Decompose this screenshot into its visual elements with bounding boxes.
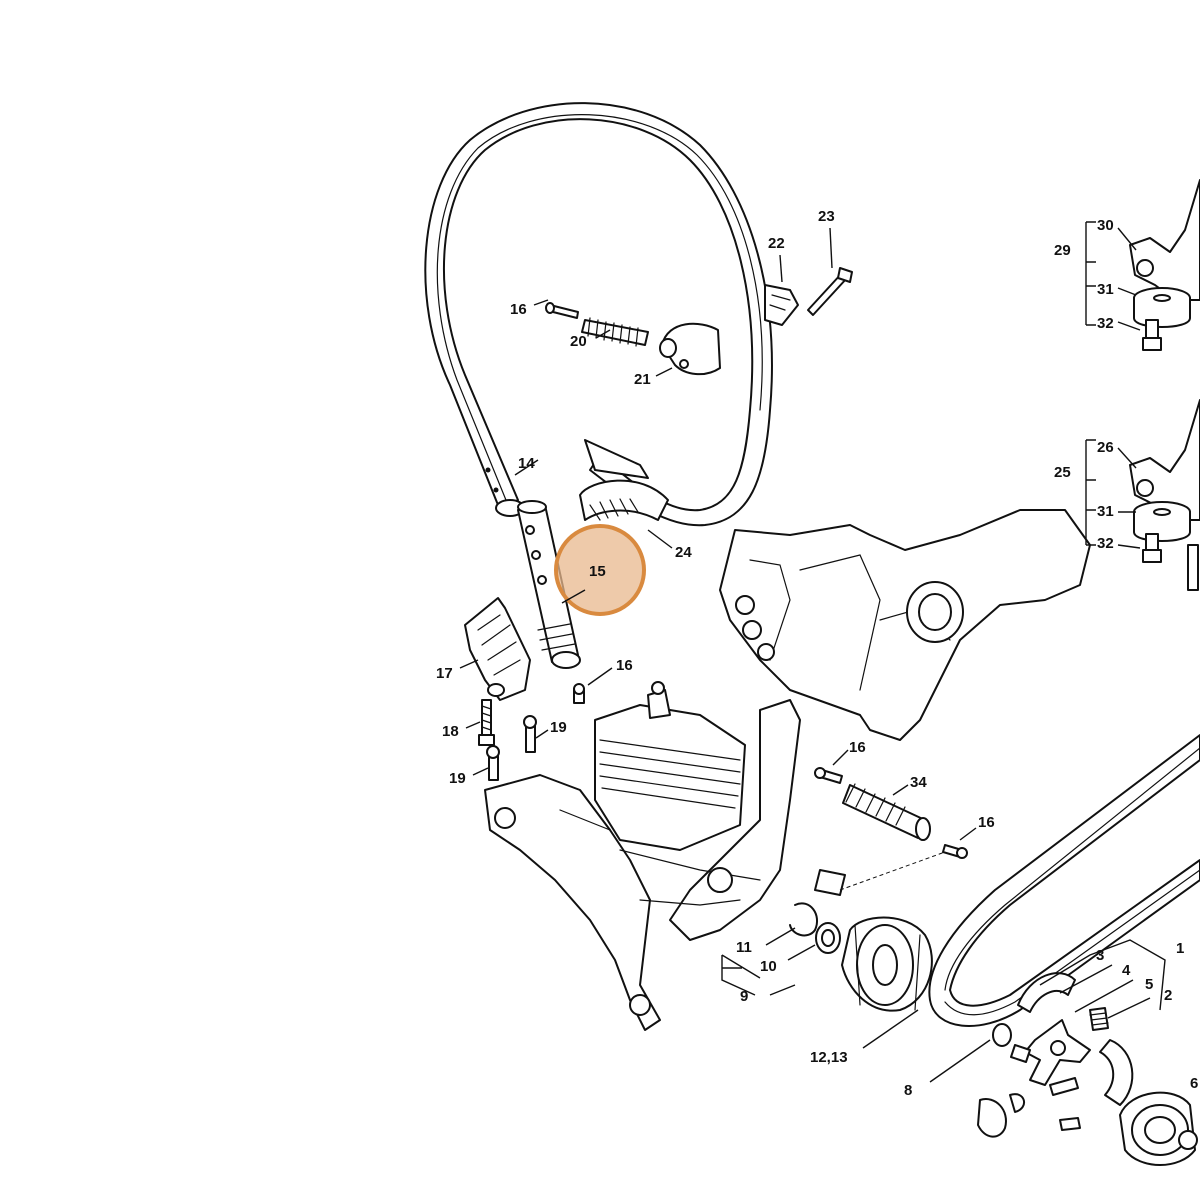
- callout-26[interactable]: 26: [1097, 439, 1114, 456]
- bearing-part-10[interactable]: [815, 922, 841, 954]
- circlip-part-11[interactable]: [789, 902, 818, 937]
- screw-far-right[interactable]: [1187, 544, 1199, 591]
- callout-30[interactable]: 30: [1097, 217, 1114, 234]
- clutch-drum-part-6[interactable]: [1119, 1091, 1198, 1166]
- handle-bar[interactable]: [424, 102, 773, 527]
- callout-21[interactable]: 21: [634, 371, 651, 388]
- callout-20[interactable]: 20: [570, 333, 587, 350]
- callout-32-bottom[interactable]: 32: [1097, 535, 1114, 552]
- screw-part-32-bottom[interactable]: [1142, 533, 1162, 563]
- callout-6[interactable]: 6: [1190, 1075, 1198, 1092]
- callout-22[interactable]: 22: [768, 235, 785, 252]
- callout-labels: 14 15 16 16 16 16 17 18 19 19 20 21 22 2…: [436, 208, 1198, 1099]
- screw-part-19-right[interactable]: [523, 715, 537, 753]
- callout-14[interactable]: 14: [518, 455, 535, 472]
- callout-5[interactable]: 5: [1145, 976, 1153, 993]
- screw-part-19-left[interactable]: [486, 745, 500, 781]
- clutch-shoe-part-3[interactable]: [1017, 972, 1076, 1013]
- drive-belt: [928, 734, 1200, 1027]
- callout-9[interactable]: 9: [740, 988, 748, 1005]
- leader-15: [561, 589, 586, 604]
- callout-16-right-b[interactable]: 16: [978, 814, 995, 831]
- mount-bracket-part-30[interactable]: [1129, 179, 1200, 301]
- callout-16-right-a[interactable]: 16: [849, 739, 866, 756]
- callout-10[interactable]: 10: [760, 958, 777, 975]
- callout-4[interactable]: 4: [1122, 962, 1131, 979]
- buffer-part-21[interactable]: [659, 322, 721, 376]
- callout-8[interactable]: 8: [904, 1082, 912, 1099]
- callout-11[interactable]: 11: [736, 939, 752, 956]
- spring-part-34[interactable]: [842, 783, 931, 841]
- callout-23[interactable]: 23: [818, 208, 835, 225]
- screw-16-top[interactable]: [545, 302, 579, 319]
- clutch-springs-lower[interactable]: [977, 1044, 1081, 1138]
- callout-16-top[interactable]: 16: [510, 301, 527, 318]
- screw-16-right-a[interactable]: [814, 767, 843, 784]
- callout-15[interactable]: 15: [589, 563, 606, 580]
- highlight-circle-15[interactable]: [554, 524, 646, 616]
- buffer-part-31-top[interactable]: [1133, 287, 1191, 328]
- callout-19-left[interactable]: 19: [449, 770, 466, 787]
- clutch-carrier-part-5[interactable]: [1024, 1019, 1091, 1086]
- screw-part-32-top[interactable]: [1142, 319, 1162, 351]
- callout-17[interactable]: 17: [436, 665, 453, 682]
- callout-1[interactable]: 1: [1176, 940, 1184, 957]
- callout-3[interactable]: 3: [1096, 947, 1104, 964]
- pulley-part-12-13[interactable]: [841, 916, 933, 1012]
- screw-16-right-b[interactable]: [942, 844, 968, 859]
- callout-31-top[interactable]: 31: [1097, 281, 1114, 298]
- screw-part-18[interactable]: [478, 699, 495, 746]
- engine-assembly: [484, 681, 846, 1031]
- callout-16-mid[interactable]: 16: [616, 657, 633, 674]
- callout-34[interactable]: 34: [910, 774, 927, 791]
- callout-18[interactable]: 18: [442, 723, 459, 740]
- callout-24[interactable]: 24: [675, 544, 692, 561]
- callout-19-right[interactable]: 19: [550, 719, 567, 736]
- callout-29[interactable]: 29: [1054, 242, 1071, 259]
- callout-25[interactable]: 25: [1054, 464, 1071, 481]
- bolt-part-23[interactable]: [807, 267, 853, 316]
- callout-2[interactable]: 2: [1164, 987, 1172, 1004]
- mount-bracket-part-26[interactable]: [1129, 399, 1200, 521]
- clip-part-22[interactable]: [764, 284, 799, 326]
- bushing-part-8[interactable]: [992, 1023, 1012, 1047]
- av-element-part-15[interactable]: [517, 500, 581, 669]
- screw-16-mid[interactable]: [573, 683, 585, 704]
- spring-part-20[interactable]: [581, 317, 649, 347]
- clamp-part-24[interactable]: [579, 479, 669, 521]
- buffer-part-31-bottom[interactable]: [1133, 501, 1191, 542]
- clutch-spring-part-4[interactable]: [1089, 1007, 1109, 1031]
- crankcase-housing: [719, 509, 1091, 741]
- clutch-shoe-part-2[interactable]: [1099, 1039, 1134, 1106]
- alignment-line: [839, 851, 946, 891]
- callout-31-bottom[interactable]: 31: [1097, 503, 1114, 520]
- callout-32-top[interactable]: 32: [1097, 315, 1114, 332]
- bracket-part-17[interactable]: [464, 597, 531, 701]
- callout-12-13[interactable]: 12,13: [810, 1049, 848, 1066]
- leader-lines: [459, 221, 1166, 1083]
